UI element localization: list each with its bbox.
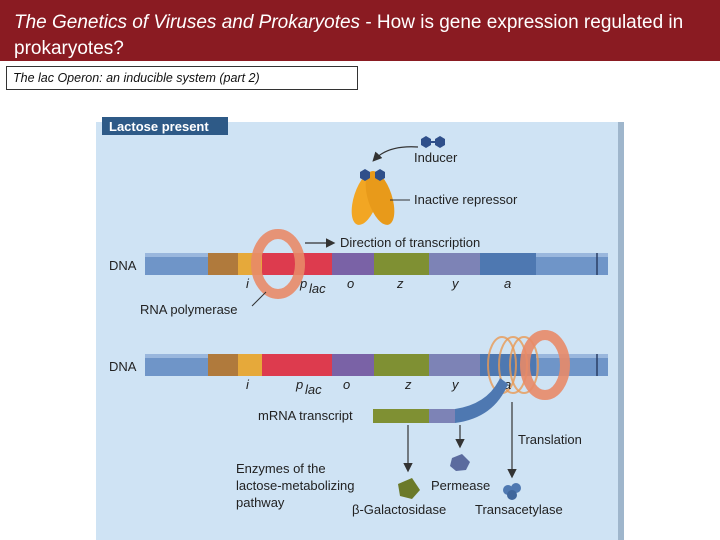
title-rest: - How is gene expression regulated in pr… — [14, 12, 684, 59]
page-title: The Genetics of Viruses and Prokaryotes … — [14, 10, 720, 62]
galactosidase-protein-icon — [398, 478, 420, 499]
mrna-transcript — [373, 378, 508, 423]
title-bar: The Genetics of Viruses and Prokaryotes … — [0, 0, 720, 61]
gene-z-1: z — [396, 276, 404, 291]
gene-o-1: o — [347, 276, 354, 291]
dna-strand-2 — [145, 354, 608, 376]
slide-subtitle: The lac Operon: an inducible system (par… — [6, 66, 358, 90]
rna-polymerase-label: RNA polymerase — [140, 302, 238, 317]
gene-a-1: a — [504, 276, 511, 291]
inducer-icon — [421, 136, 445, 148]
mrna-label: mRNA transcript — [258, 408, 353, 423]
translation-label: Translation — [518, 432, 582, 447]
inactive-repressor-label: Inactive repressor — [414, 192, 518, 207]
inducer-label: Inducer — [414, 150, 458, 165]
transacetylase-label: Transacetylase — [475, 502, 563, 517]
polymerase-leader — [251, 291, 267, 307]
rna-polymerase-icon — [251, 229, 305, 299]
dna-strand-1 — [145, 253, 608, 275]
gene-z-2: z — [404, 377, 412, 392]
gene-y-1: y — [451, 276, 460, 291]
permease-label: Permease — [431, 478, 490, 493]
enzymes-label-line-1: Enzymes of the — [236, 461, 326, 476]
gene-p-sub-2: lac — [305, 382, 322, 397]
gene-p-sub-1: lac — [309, 281, 326, 296]
gene-p-1: p — [299, 276, 307, 291]
direction-label: Direction of transcription — [340, 235, 480, 250]
gene-i-2: i — [246, 377, 250, 392]
gene-i-1: i — [246, 276, 250, 291]
gene-labels-row-1: i p lac o z y a — [246, 276, 511, 296]
gene-y-2: y — [451, 377, 460, 392]
inducer-arrow — [372, 146, 419, 162]
dna-label-2: DNA — [109, 359, 137, 374]
galactosidase-label: β-Galactosidase — [352, 502, 446, 517]
repressor-icon — [351, 169, 395, 225]
enzymes-label-line-3: pathway — [236, 495, 285, 510]
rna-polymerase-icon-2 — [487, 330, 570, 400]
banner-label: Lactose present — [109, 119, 209, 134]
permease-protein-icon — [450, 454, 470, 471]
gene-o-2: o — [343, 377, 350, 392]
panel-shadow — [618, 122, 624, 540]
banner-bg — [102, 117, 228, 135]
title-italic: The Genetics of Viruses and Prokaryotes — [14, 12, 361, 33]
enzymes-label-line-2: lactose-metabolizing — [236, 478, 355, 493]
transacetylase-protein-icon — [503, 483, 521, 500]
gene-p-2: p — [295, 377, 303, 392]
dna-label-1: DNA — [109, 258, 137, 273]
